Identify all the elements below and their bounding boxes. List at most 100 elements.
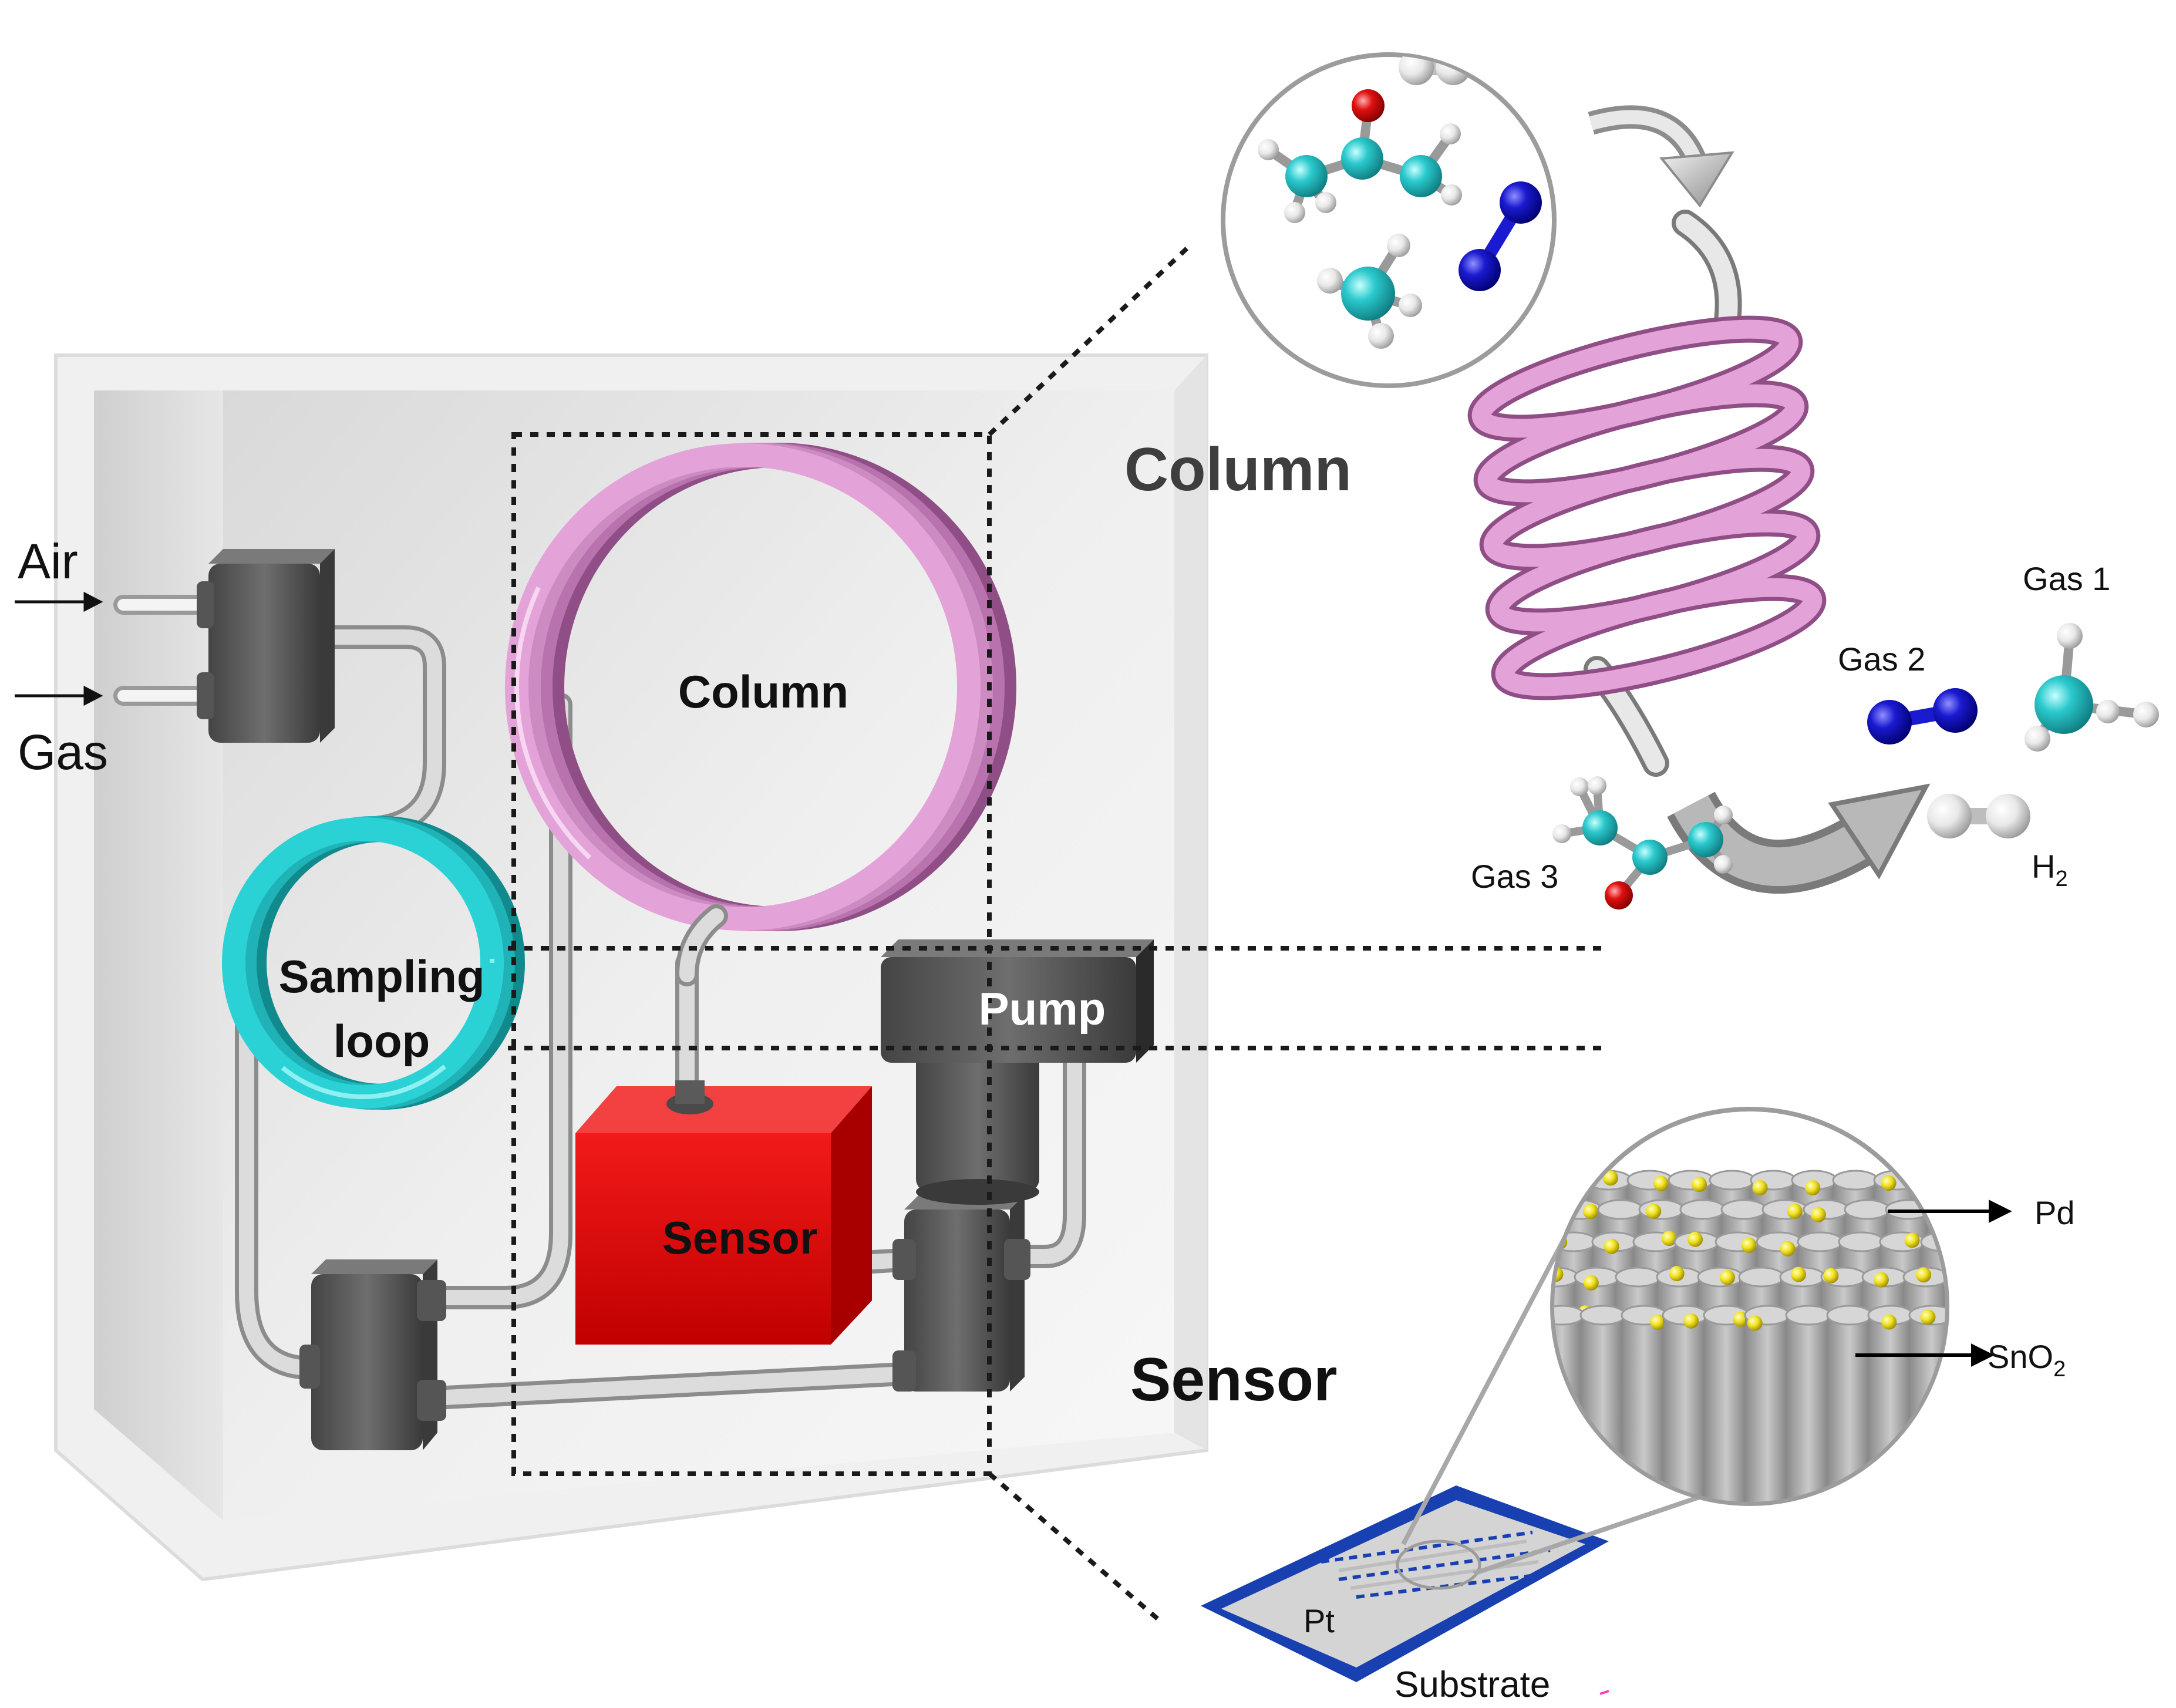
- pd-particle: [1790, 1266, 1806, 1282]
- pd-particle: [1946, 1241, 1961, 1256]
- nanorod-top: [1826, 1305, 1873, 1326]
- pd-particle: [1920, 1309, 1936, 1325]
- column-title: Column: [1124, 436, 1352, 504]
- sampling-loop-label-1: Sampling: [278, 951, 484, 1002]
- sampling-loop-label-2: loop: [334, 1015, 430, 1067]
- pd-particle: [1687, 1231, 1703, 1247]
- nanorod-top: [1597, 1199, 1644, 1220]
- pd-particle: [1646, 1204, 1662, 1219]
- pd-particle: [1669, 1266, 1685, 1282]
- pd-particle: [1810, 1207, 1826, 1222]
- molecule-icon: [1317, 234, 1422, 349]
- molecule-icon: [1258, 89, 1462, 223]
- stray-mark: [1599, 1690, 1609, 1695]
- pd-particle: [1873, 1272, 1889, 1288]
- nanorod: [1909, 1315, 1945, 1502]
- pd-particle: [1747, 1315, 1763, 1331]
- air-label: Air: [18, 534, 78, 589]
- legend-arrows: [1855, 1200, 2012, 1367]
- gas2-label: Gas 2: [1838, 641, 1925, 678]
- pd-particle: [1650, 1314, 1666, 1330]
- nanorod-top: [1554, 1305, 1585, 1326]
- nanorod-top: [1920, 1231, 1945, 1252]
- molecule-gas2: [1867, 688, 1978, 744]
- connector-bottom-right: [892, 1195, 1030, 1392]
- pd-particle: [1683, 1313, 1699, 1329]
- gas-label: Gas: [18, 725, 108, 780]
- pd-particle: [1653, 1175, 1669, 1191]
- column-inner-label: Column: [678, 666, 848, 717]
- pd-particle: [1881, 1314, 1897, 1330]
- pd-particle: [1719, 1269, 1735, 1285]
- column-coil: [505, 443, 1016, 931]
- nanorod-top: [1615, 1266, 1662, 1288]
- pd-particle: [1661, 1231, 1677, 1247]
- pd-particle: [1583, 1275, 1599, 1291]
- molecule-zoom-circle: [1221, 52, 1557, 388]
- h2-label: H2: [2032, 848, 2068, 891]
- nanorod-top: [1579, 1305, 1626, 1326]
- pd-particle: [1583, 1204, 1599, 1219]
- nanorod: [1827, 1315, 1872, 1502]
- substrate: [1201, 1485, 1609, 1682]
- nanorod-top: [1844, 1199, 1891, 1220]
- nanorod: [1745, 1315, 1790, 1502]
- pd-particle: [1925, 1170, 1941, 1185]
- column-helix: [1467, 210, 1827, 777]
- pt-label: Pt: [1303, 1602, 1335, 1639]
- inlet-arrows: [15, 591, 103, 706]
- pd-particle: [1603, 1170, 1619, 1186]
- molecule-h2: [1927, 794, 2030, 838]
- pd-particle: [1916, 1267, 1932, 1283]
- nanorod: [1786, 1315, 1831, 1502]
- nanorod-top: [1638, 1199, 1685, 1220]
- nanorod: [1663, 1315, 1707, 1502]
- pd-particle: [1604, 1238, 1619, 1254]
- connector-inlet: [197, 549, 335, 743]
- pump-icon: [881, 939, 1154, 1205]
- nanorod-top: [1720, 1199, 1767, 1220]
- nanorod-top: [1738, 1266, 1785, 1288]
- sensor-block: [575, 1080, 872, 1345]
- nanorod-top: [1838, 1231, 1885, 1252]
- gas3-label: Gas 3: [1471, 858, 1558, 895]
- nanorod: [1704, 1315, 1749, 1502]
- pd-particle: [1904, 1232, 1920, 1248]
- pd-particle: [1752, 1180, 1768, 1195]
- nanorod-top: [1914, 1170, 1945, 1191]
- curved-arrow-top: [1588, 105, 1734, 208]
- nanorod-top: [1668, 1170, 1714, 1191]
- pd-particle: [1741, 1237, 1757, 1253]
- pd-label: Pd: [2034, 1194, 2075, 1231]
- sno2-label: SnO2: [1988, 1338, 2066, 1382]
- pd-particle: [1780, 1241, 1796, 1256]
- pump-label: Pump: [979, 983, 1106, 1035]
- nanorod: [1868, 1315, 1913, 1502]
- gas1-label: Gas 1: [2023, 560, 2110, 597]
- pd-particle: [1692, 1177, 1707, 1192]
- pd-particle: [1787, 1204, 1803, 1219]
- pd-particle: [1881, 1175, 1897, 1191]
- nanorod-top: [1679, 1199, 1726, 1220]
- nanorod-top: [1832, 1170, 1879, 1191]
- nanorod-array-icon: [1550, 1107, 1961, 1506]
- zoom-indicators: [508, 242, 1609, 1623]
- labels: Air Gas Sampling loop Column Pump Sensor…: [18, 436, 2110, 1705]
- nanorod-top: [1803, 1199, 1850, 1220]
- column-outlet-tube: [675, 904, 728, 986]
- pd-particle: [1823, 1268, 1839, 1283]
- nanorod-top: [1797, 1231, 1844, 1252]
- nanorod: [1622, 1315, 1666, 1502]
- substrate-label: Substrate: [1394, 1665, 1550, 1705]
- molecule-gas1: [2025, 623, 2159, 752]
- pd-particle: [1805, 1180, 1821, 1196]
- molecule-icon: [1458, 181, 1542, 291]
- nanorod-top: [1785, 1305, 1832, 1326]
- sensor-title: Sensor: [1130, 1346, 1338, 1414]
- nanorod-top: [1709, 1170, 1756, 1191]
- connector-bottom-left: [299, 1259, 446, 1450]
- molecule-gas3: [1552, 776, 1733, 909]
- sensor-inner-label: Sensor: [662, 1212, 817, 1264]
